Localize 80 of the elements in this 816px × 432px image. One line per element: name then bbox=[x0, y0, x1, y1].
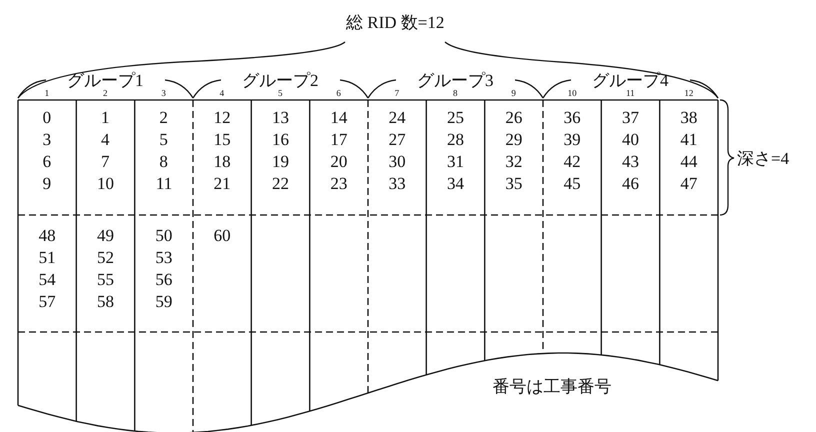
column-number: 7 bbox=[394, 88, 400, 98]
record-number: 1 bbox=[101, 108, 110, 126]
record-number: 52 bbox=[97, 248, 114, 266]
group-label: グループ4 bbox=[592, 72, 668, 88]
record-number: 31 bbox=[447, 152, 464, 170]
record-number: 21 bbox=[214, 174, 231, 192]
record-number: 51 bbox=[38, 248, 56, 266]
note-text: 番号は工事番号 bbox=[492, 378, 612, 394]
record-number: 6 bbox=[42, 152, 52, 170]
record-number: 2 bbox=[159, 108, 168, 126]
record-number: 10 bbox=[97, 174, 114, 192]
total-label: 総 RID 数=12 bbox=[346, 14, 444, 30]
record-number: 18 bbox=[214, 152, 231, 170]
record-number: 47 bbox=[680, 174, 698, 192]
column-number: 11 bbox=[626, 88, 635, 98]
record-number: 56 bbox=[155, 270, 172, 288]
record-number: 39 bbox=[564, 130, 581, 148]
record-number: 23 bbox=[330, 174, 348, 192]
record-number: 20 bbox=[330, 152, 348, 170]
column-number: 12 bbox=[684, 88, 694, 98]
record-number: 40 bbox=[622, 130, 639, 148]
record-number: 9 bbox=[42, 174, 52, 192]
record-number: 28 bbox=[447, 130, 464, 148]
record-number: 5 bbox=[159, 130, 168, 148]
record-number: 4 bbox=[101, 130, 110, 148]
record-number: 43 bbox=[622, 152, 639, 170]
record-number: 22 bbox=[272, 174, 289, 192]
record-number: 37 bbox=[622, 108, 639, 126]
record-number: 30 bbox=[388, 152, 406, 170]
depth-label: 深さ=4 bbox=[737, 150, 790, 166]
record-number: 53 bbox=[155, 248, 172, 266]
record-number: 34 bbox=[447, 174, 464, 192]
record-number: 32 bbox=[505, 152, 522, 170]
record-number: 50 bbox=[155, 226, 172, 244]
record-number: 49 bbox=[97, 226, 114, 244]
column-number: 6 bbox=[336, 88, 341, 98]
record-number: 19 bbox=[272, 152, 289, 170]
record-number: 36 bbox=[564, 108, 581, 126]
column-number: 4 bbox=[220, 88, 224, 98]
record-number: 57 bbox=[38, 292, 56, 310]
record-number: 54 bbox=[38, 270, 56, 288]
record-number: 14 bbox=[330, 108, 348, 126]
record-number: 0 bbox=[42, 108, 52, 126]
record-number: 55 bbox=[97, 270, 114, 288]
record-number: 8 bbox=[159, 152, 168, 170]
group-label: グループ3 bbox=[417, 72, 494, 88]
record-number: 42 bbox=[564, 152, 581, 170]
column-number: 2 bbox=[103, 88, 108, 98]
column-number: 5 bbox=[278, 88, 282, 98]
record-number: 41 bbox=[680, 130, 698, 148]
record-number: 48 bbox=[38, 226, 56, 244]
record-number: 25 bbox=[447, 108, 464, 126]
record-number: 17 bbox=[330, 130, 348, 148]
record-number: 58 bbox=[97, 292, 114, 310]
record-number: 7 bbox=[101, 152, 110, 170]
column-number: 9 bbox=[511, 88, 516, 98]
column-number: 8 bbox=[453, 88, 458, 98]
record-number: 46 bbox=[622, 174, 639, 192]
record-number: 29 bbox=[505, 130, 522, 148]
group-label: グループ1 bbox=[67, 72, 144, 88]
column-number: 1 bbox=[44, 88, 50, 98]
column-number: 10 bbox=[568, 88, 577, 98]
record-number: 45 bbox=[564, 174, 581, 192]
column-number: 3 bbox=[161, 88, 166, 98]
record-number: 27 bbox=[388, 130, 406, 148]
record-number: 16 bbox=[272, 130, 289, 148]
record-number: 26 bbox=[505, 108, 522, 126]
record-number: 35 bbox=[505, 174, 522, 192]
record-number: 60 bbox=[214, 226, 231, 244]
record-number: 38 bbox=[680, 108, 698, 126]
group-label: グループ2 bbox=[242, 72, 318, 88]
record-number: 59 bbox=[155, 292, 172, 310]
record-number: 11 bbox=[156, 174, 172, 192]
record-number: 44 bbox=[680, 152, 698, 170]
record-number: 3 bbox=[42, 130, 52, 148]
record-number: 12 bbox=[214, 108, 231, 126]
record-number: 24 bbox=[388, 108, 406, 126]
record-number: 33 bbox=[388, 174, 406, 192]
record-number: 13 bbox=[272, 108, 289, 126]
record-number: 15 bbox=[214, 130, 231, 148]
